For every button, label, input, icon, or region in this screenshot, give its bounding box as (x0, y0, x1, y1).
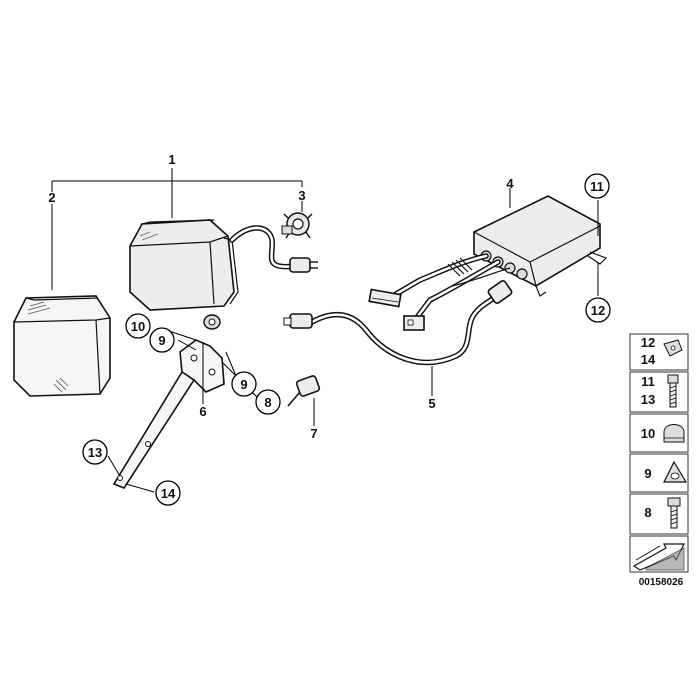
callout-11-text: 11 (590, 179, 604, 194)
sensor-part-7 (287, 375, 321, 426)
plug-part-3 (281, 212, 313, 239)
callout-12-text: 12 (591, 303, 605, 318)
cover-box-part-2 (13, 295, 111, 397)
arrow-icon (632, 543, 685, 571)
callout-8: 8 (255, 389, 281, 415)
callout-13-text: 13 (88, 445, 102, 460)
callout-10-text: 10 (131, 319, 145, 334)
callout-11: 11 (584, 173, 610, 199)
legend-9: 9 (644, 466, 651, 481)
control-unit-part-4 (473, 188, 608, 297)
label-part-6: 6 (199, 404, 206, 419)
label-part-4: 4 (506, 176, 514, 191)
leader-bracket-1 (51, 168, 303, 290)
callout-9-upper: 9 (149, 327, 175, 353)
callout-13: 13 (82, 439, 108, 465)
legend-13: 13 (641, 392, 655, 407)
label-part-2: 2 (48, 190, 55, 205)
legend-cell-11-13 (629, 371, 689, 413)
callout-9-lower-text: 9 (240, 377, 247, 392)
legend-cell-12-14 (629, 333, 689, 371)
diagram-code: 00158026 (639, 577, 684, 588)
callout-10: 10 (125, 313, 151, 339)
legend-12: 12 (641, 335, 655, 350)
callout-12: 12 (585, 297, 611, 323)
callout-9-upper-text: 9 (158, 333, 165, 348)
legend-10: 10 (641, 426, 655, 441)
callout-14: 14 (155, 480, 181, 506)
label-part-1: 1 (168, 152, 175, 167)
legend-11: 11 (641, 374, 655, 389)
legend-14: 14 (641, 352, 656, 367)
parts-legend: 12 14 11 13 10 9 8 (629, 333, 689, 588)
cap-nut-icon (663, 424, 685, 443)
screw-icon (667, 374, 679, 408)
label-part-7: 7 (310, 426, 317, 441)
bolt-icon (667, 497, 681, 529)
clip-nut-icon (663, 339, 683, 357)
legend-8: 8 (644, 505, 651, 520)
washer-icon (663, 460, 688, 483)
housing-part-1 (129, 219, 239, 330)
label-part-5: 5 (428, 396, 435, 411)
cable-part-5 (283, 280, 513, 396)
bracket-part-6 (112, 339, 225, 489)
harness (368, 253, 511, 331)
callout-8-text: 8 (264, 395, 271, 410)
callout-14-text: 14 (161, 486, 176, 501)
label-part-3: 3 (298, 188, 305, 203)
callout-9-lower: 9 (231, 371, 257, 397)
housing-wire (229, 225, 318, 273)
